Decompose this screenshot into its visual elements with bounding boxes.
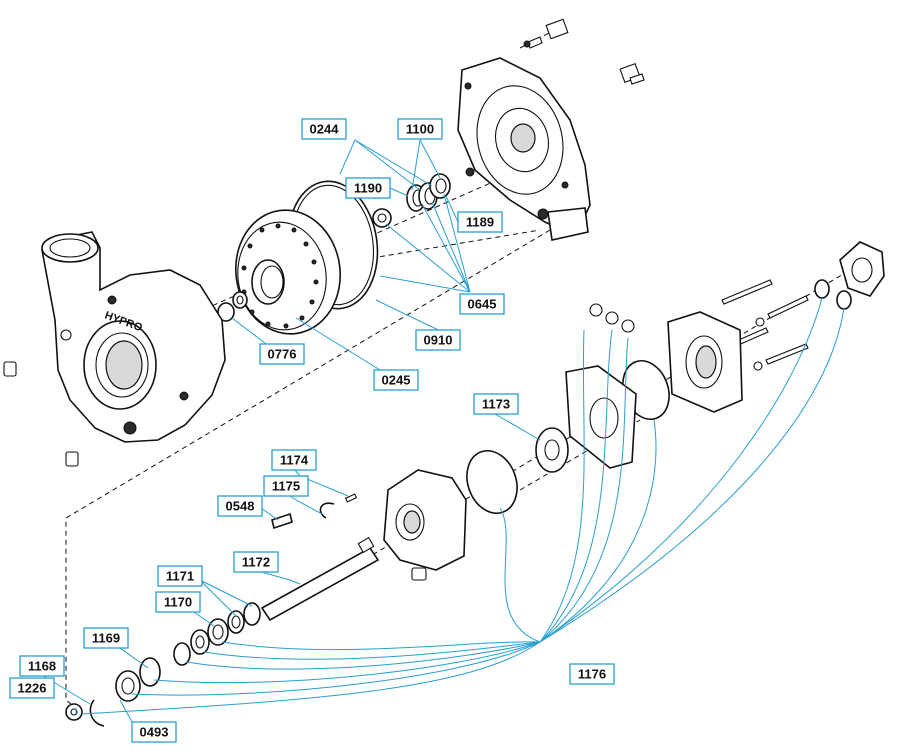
retaining-clip-1175 <box>319 502 335 519</box>
leader-fan-1176 <box>81 297 845 715</box>
callout-1173-text: 1173 <box>482 397 510 412</box>
motor-end-cap <box>667 311 743 413</box>
callout-1175: 1175 <box>263 475 309 497</box>
callout-1175-text: 1175 <box>272 479 300 494</box>
callout-1189-text: 1189 <box>466 215 494 230</box>
callout-0910-text: 0910 <box>424 333 453 348</box>
top-bolt <box>523 18 569 49</box>
long-bolts <box>721 279 809 371</box>
bearing-stack <box>65 602 261 727</box>
callout-0244-text: 0244 <box>310 122 340 137</box>
callout-1176: 1176 <box>569 663 615 685</box>
shaft-1172 <box>260 536 380 622</box>
callout-0244: 0244 <box>301 118 347 140</box>
callout-0245-text: 0245 <box>382 373 411 388</box>
callout-1168-text: 1168 <box>28 659 56 674</box>
callout-1190: 1190 <box>345 177 391 199</box>
fitting-o-rings <box>814 279 852 310</box>
left-nut-bottom <box>65 451 79 467</box>
side-bolt <box>619 62 645 85</box>
callout-1170-text: 1170 <box>164 595 192 610</box>
callout-1174-text: 1174 <box>280 453 309 468</box>
callout-1100-text: 1100 <box>406 122 434 137</box>
callout-0493: 0493 <box>131 721 177 743</box>
callout-1176-text: 1176 <box>578 667 606 682</box>
impeller-nut-0776 <box>217 291 248 322</box>
callout-1174: 1174 <box>271 449 317 471</box>
callout-1171-text: 1171 <box>166 569 194 584</box>
callout-1173: 1173 <box>473 393 519 415</box>
left-nut-top <box>3 361 17 377</box>
pin-1174 <box>344 493 358 503</box>
callout-0910: 0910 <box>415 329 461 351</box>
callout-1100: 1100 <box>397 118 443 140</box>
gerotor-1173 <box>535 427 569 473</box>
housing-bolt <box>411 567 427 581</box>
callout-0548-text: 0548 <box>226 499 255 514</box>
hydraulic-port-fitting <box>839 241 885 297</box>
callout-1190-text: 1190 <box>354 181 382 196</box>
callout-0245: 0245 <box>373 369 419 391</box>
pump-casing: HYPRO <box>41 231 226 443</box>
callout-0645: 0645 <box>459 293 505 315</box>
callout-0776: 0776 <box>259 343 305 365</box>
small-nuts <box>589 303 635 333</box>
callout-1169: 1169 <box>83 627 129 649</box>
callout-0493-text: 0493 <box>140 725 169 740</box>
callout-1171: 1171 <box>157 565 203 587</box>
callout-1168: 1168 <box>19 655 65 677</box>
callout-1226: 1226 <box>9 677 55 699</box>
callout-0776-text: 0776 <box>268 347 297 362</box>
callout-1172-text: 1172 <box>242 555 270 570</box>
callout-1170: 1170 <box>155 591 201 613</box>
callout-0548: 0548 <box>217 495 263 517</box>
washer-0645 <box>372 208 392 228</box>
key-0548 <box>271 512 293 530</box>
seal-plate-0245 <box>234 209 342 335</box>
bearing-frame <box>457 57 591 241</box>
callout-1226-text: 1226 <box>18 681 47 696</box>
callout-0645-text: 0645 <box>468 297 497 312</box>
callout-1189: 1189 <box>457 211 503 233</box>
motor-housing <box>383 469 467 571</box>
motor-body-o-ring <box>466 450 518 514</box>
callout-1169-text: 1169 <box>92 631 120 646</box>
callout-1172: 1172 <box>233 551 279 573</box>
bearing-1189 <box>429 173 451 199</box>
